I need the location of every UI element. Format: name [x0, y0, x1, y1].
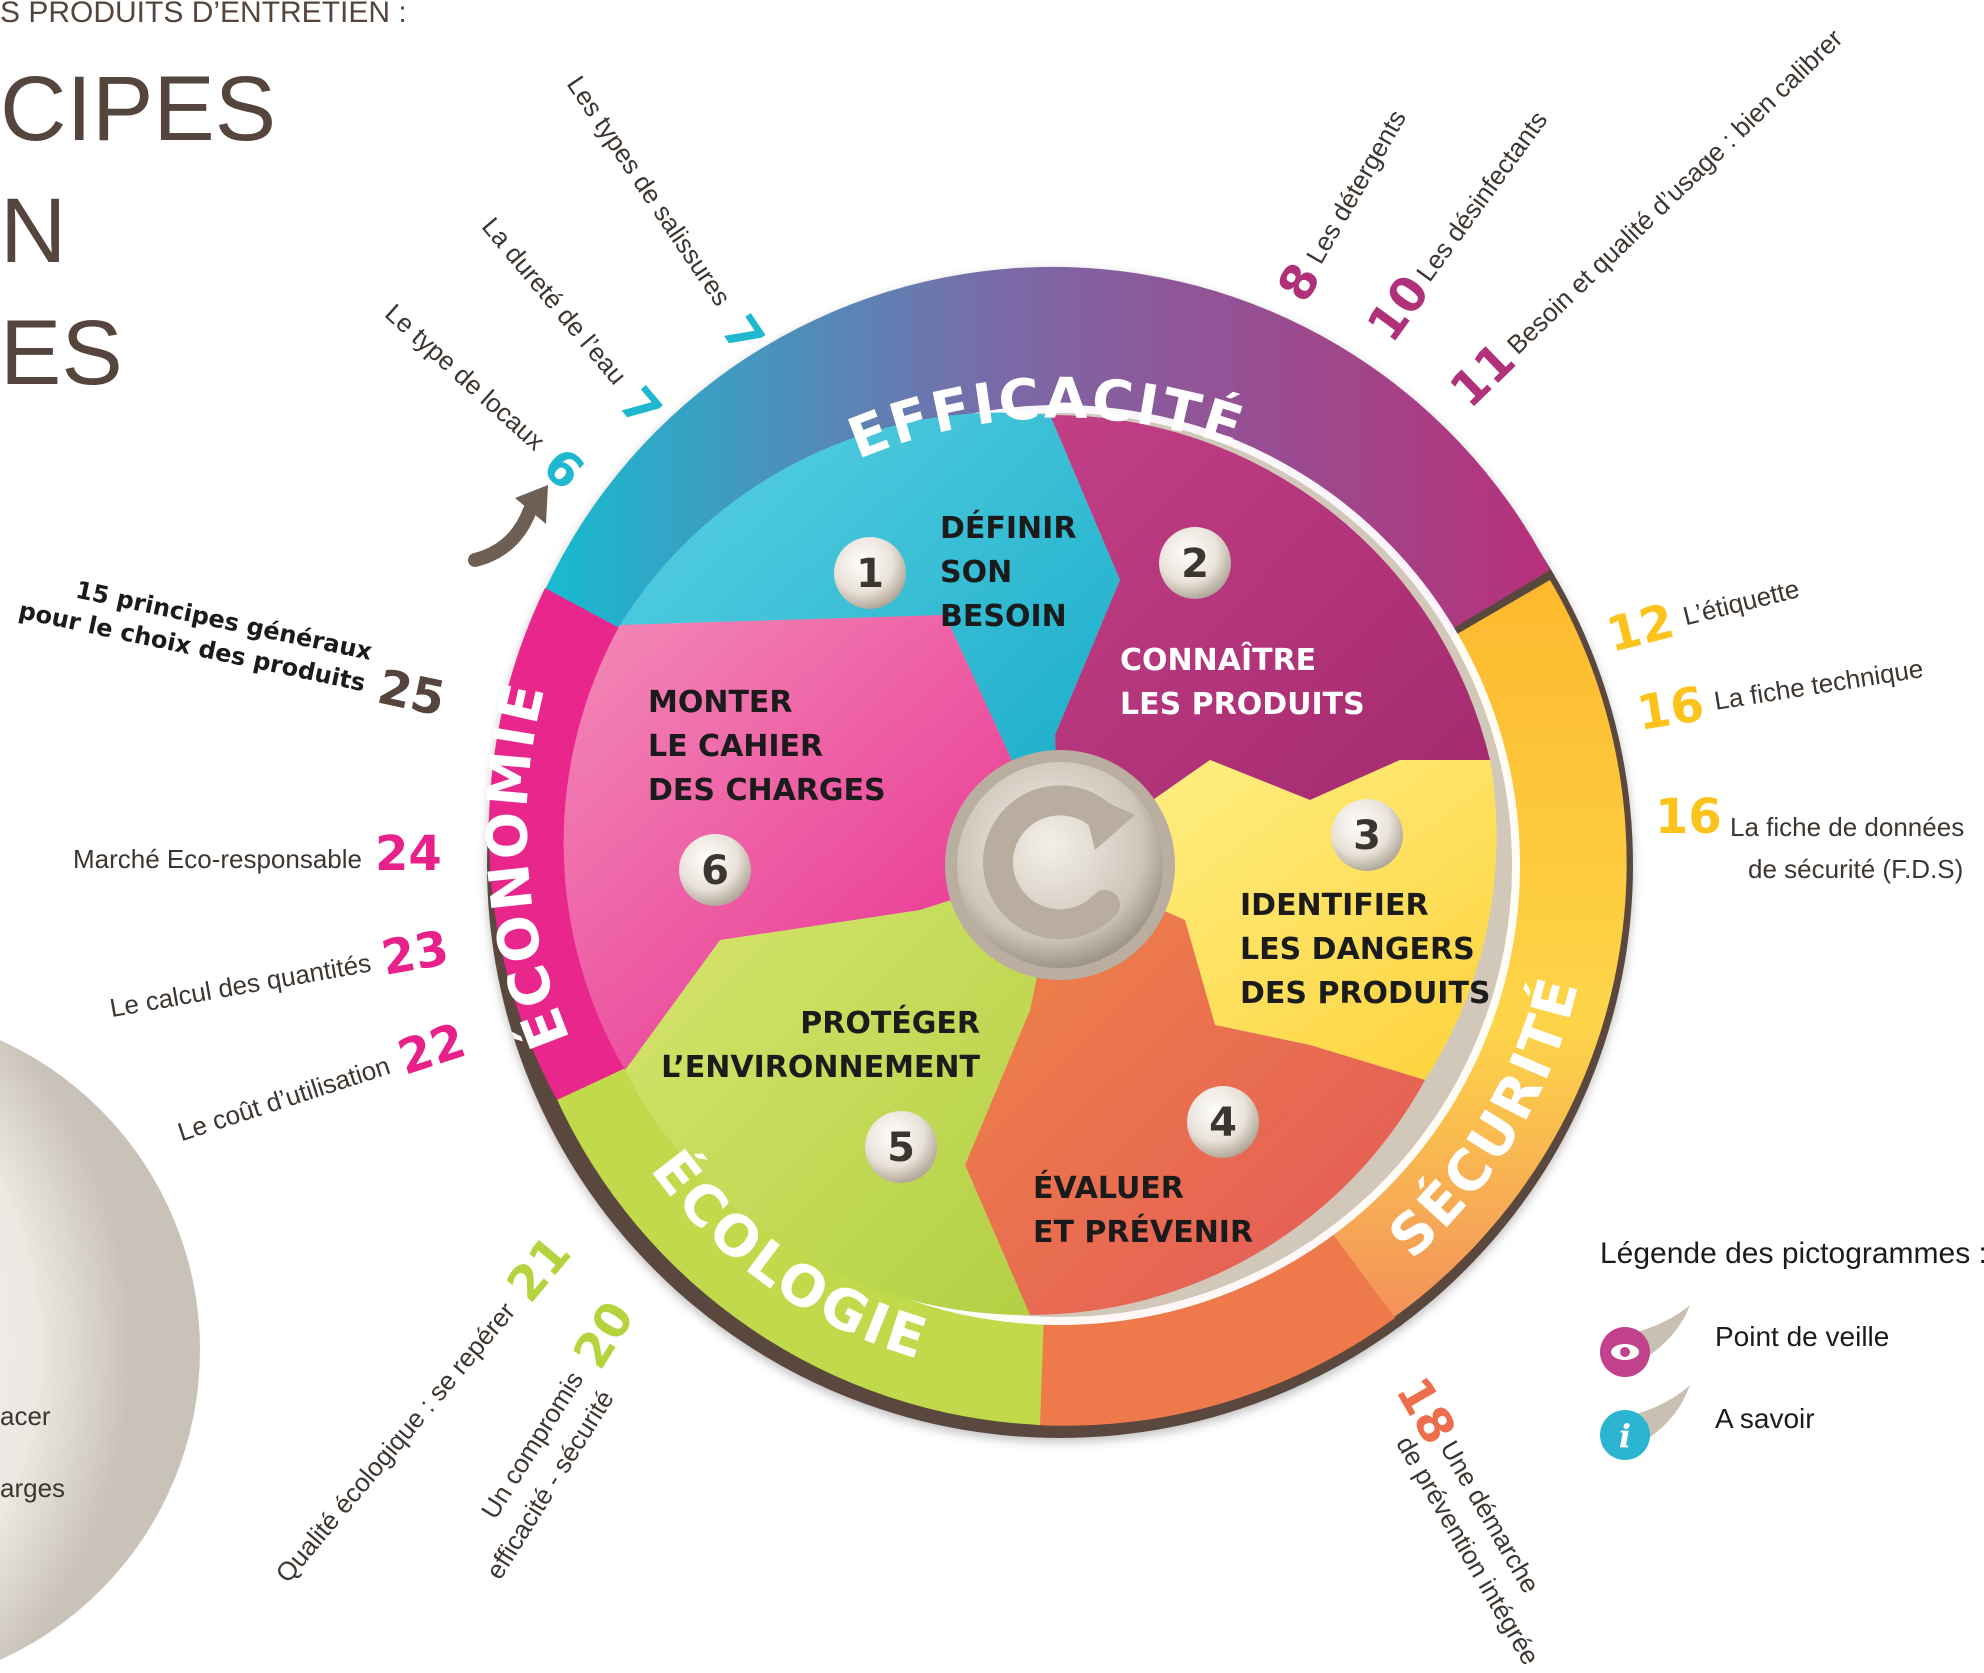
svg-text:2: 2 [1181, 541, 1209, 587]
badge-4: 4 [1187, 1086, 1259, 1158]
step3-line2: LES DANGERS [1240, 932, 1475, 967]
step5-line1: PROTÉGER [800, 1005, 980, 1041]
svg-text:i: i [1619, 1417, 1631, 1455]
svg-text:22: 22 [391, 1013, 472, 1087]
curved-arrow-icon [468, 485, 548, 567]
segment-5 [625, 865, 1060, 1316]
center-button [945, 750, 1175, 980]
ref-fds: 16 La fiche de données de sécurité (F.D.… [1655, 789, 1964, 884]
svg-text:23: 23 [377, 920, 453, 987]
svg-text:La dureté de l’eau: La dureté de l’eau [476, 211, 633, 390]
badge-6: 6 [679, 834, 751, 906]
ref-besoin-qualite: 11 Besoin et qualité d’usage : bien cali… [1439, 23, 1849, 419]
ref-marche: Marché Eco-responsable 24 [73, 826, 442, 882]
badge-2: 2 [1159, 527, 1231, 599]
header-subtitle: S PRODUITS D’ENTRETIEN : [0, 0, 407, 29]
ref-etiquette: 12 L’étiquette [1601, 573, 1802, 663]
step6-line1: MONTER [648, 685, 793, 720]
svg-text:Les types de salissures: Les types de salissures [561, 70, 737, 311]
svg-text:de sécurité (F.D.S): de sécurité (F.D.S) [1748, 854, 1963, 884]
step-labels: DÉFINIR SON BESOIN CONNAÎTRE LES PRODUIT… [648, 510, 1491, 1250]
step3-line3: DES PRODUITS [1240, 976, 1491, 1011]
svg-text:4: 4 [1209, 1100, 1237, 1146]
svg-text:La fiche technique: La fiche technique [1712, 653, 1925, 716]
svg-text:21: 21 [496, 1226, 582, 1313]
header-title-line3: ES [0, 302, 123, 404]
header-title-line2: N [0, 180, 66, 282]
step1-line1: DÉFINIR [940, 510, 1076, 546]
badges: 1 2 3 4 5 6 [679, 527, 1403, 1183]
svg-text:Le coût d’utilisation: Le coût d’utilisation [174, 1050, 394, 1147]
refresh-icon [983, 785, 1135, 940]
svg-text:16: 16 [1655, 789, 1722, 845]
badge-5: 5 [865, 1111, 937, 1183]
ref-calcul: Le calcul des quantités 23 [107, 920, 453, 1023]
svg-text:1: 1 [856, 551, 884, 597]
left-partial-text-1: acer [0, 1401, 51, 1431]
ref-demarche: 18 Une démarche de prévention intégrée [1385, 1368, 1546, 1670]
svg-text:25: 25 [373, 659, 450, 728]
step2-line1: CONNAÎTRE [1120, 642, 1316, 678]
step4-line2: ET PRÉVENIR [1033, 1214, 1253, 1250]
eye-icon [1600, 1305, 1690, 1377]
step3-line1: IDENTIFIER [1240, 888, 1429, 923]
svg-text:Les désinfectants: Les désinfectants [1410, 105, 1553, 286]
svg-text:Le calcul des quantités: Le calcul des quantités [107, 948, 373, 1023]
svg-text:Besoin et qualité d’usage : bi: Besoin et qualité d’usage : bien calibre… [1501, 23, 1849, 360]
left-background-circle [0, 1040, 200, 1660]
legend-item1: Point de veille [1715, 1321, 1889, 1352]
segment-1 [620, 412, 1120, 865]
legend-title: Légende des pictogrammes : [1600, 1237, 1984, 1270]
step1-line3: BESOIN [940, 599, 1067, 634]
svg-text:Qualité écologique : se repére: Qualité écologique : se repérer [269, 1296, 521, 1588]
svg-text:L’étiquette: L’étiquette [1680, 573, 1802, 631]
legend: Légende des pictogrammes : Point de veil… [1600, 1237, 1984, 1460]
svg-text:La fiche de données: La fiche de données [1730, 812, 1964, 842]
step5-line2: L’ENVIRONNEMENT [661, 1050, 980, 1085]
legend-item2: A savoir [1715, 1403, 1815, 1434]
svg-text:16: 16 [1633, 676, 1708, 742]
svg-text:5: 5 [887, 1125, 915, 1171]
svg-text:24: 24 [375, 826, 442, 882]
left-partial-text-2: arges [0, 1473, 65, 1503]
info-icon: i [1600, 1385, 1690, 1460]
svg-text:12: 12 [1601, 593, 1679, 663]
svg-text:3: 3 [1353, 813, 1381, 859]
svg-text:Le type de locaux: Le type de locaux [379, 298, 551, 457]
ref-principes: 15 principes généraux pour le choix des … [16, 576, 450, 728]
ref-qualite-eco: Qualité écologique : se repérer 21 [269, 1226, 582, 1589]
svg-text:6: 6 [701, 848, 729, 894]
step2-line2: LES PRODUITS [1120, 687, 1365, 722]
ref-fiche-technique: 16 La fiche technique [1633, 653, 1925, 742]
step6-line2: LE CAHIER [648, 729, 823, 764]
ref-cout: Le coût d’utilisation 22 [174, 1013, 472, 1148]
step4-line1: ÉVALUER [1033, 1170, 1184, 1206]
badge-3: 3 [1331, 799, 1403, 871]
segment-6 [563, 615, 1060, 1070]
segment-2 [1050, 414, 1490, 865]
svg-text:Marché Eco-responsable: Marché Eco-responsable [73, 844, 362, 874]
svg-text:20: 20 [563, 1292, 646, 1378]
header-title-line1: CIPES [0, 58, 276, 160]
svg-text:Les détergents: Les détergents [1300, 105, 1412, 269]
step1-line2: SON [940, 555, 1012, 590]
step6-line3: DES CHARGES [648, 773, 886, 808]
badge-1: 1 [834, 537, 906, 609]
